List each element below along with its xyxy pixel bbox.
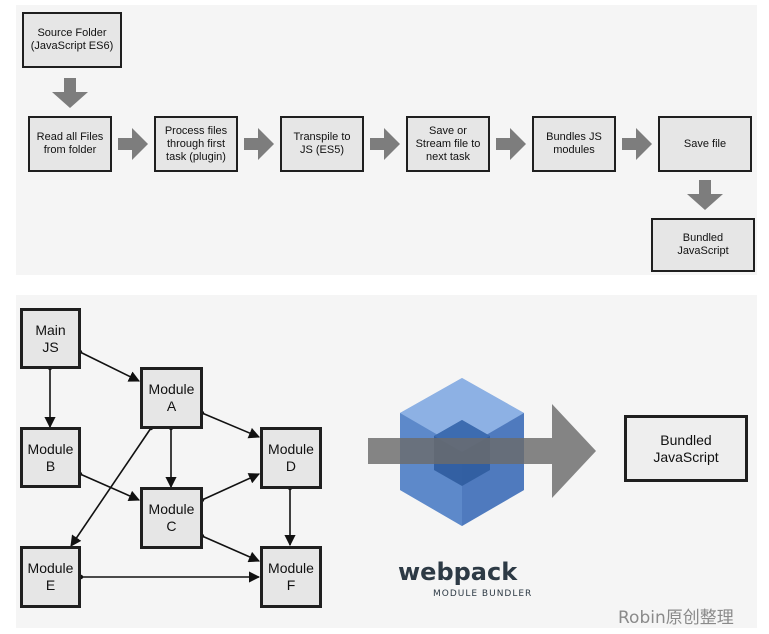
- module-c-box: Module C: [140, 487, 203, 549]
- arrow-right-4-icon: [496, 128, 526, 160]
- webpack-tagline: MODULE BUNDLER: [433, 589, 533, 599]
- big-arrow-icon: [368, 404, 596, 498]
- edge-b-c: [79, 473, 141, 502]
- main-js-box: Main JS: [20, 308, 81, 369]
- watermark: Robin原创整理: [618, 608, 734, 628]
- arrow-right-2-icon: [244, 128, 274, 160]
- step-save-stream-box: Save or Stream file to next task: [406, 116, 490, 172]
- edge-c-d: [201, 473, 261, 501]
- arrow-right-5-icon: [622, 128, 652, 160]
- arrow-right-1-icon: [118, 128, 148, 160]
- bundled-javascript-box: Bundled JavaScript: [651, 218, 755, 272]
- edge-c-f: [201, 535, 261, 563]
- source-folder-box: Source Folder (JavaScript ES6): [22, 12, 122, 68]
- arrow-down-source-icon: [52, 78, 88, 108]
- step-process-files-box: Process files through first task (plugin…: [154, 116, 238, 172]
- webpack-wordmark: webpack: [398, 558, 518, 586]
- step-save-file-box: Save file: [658, 116, 752, 172]
- edge-main-a: [79, 351, 141, 382]
- step-read-files-box: Read all Files from folder: [28, 116, 112, 172]
- module-a-box: Module A: [140, 367, 203, 429]
- step-transpile-box: Transpile to JS (ES5): [280, 116, 364, 172]
- bundled-javascript-output-box: Bundled JavaScript: [624, 415, 748, 482]
- module-d-box: Module D: [260, 427, 322, 489]
- edge-a-d: [201, 412, 261, 439]
- module-f-box: Module F: [260, 546, 322, 608]
- arrow-down-output-icon: [687, 180, 723, 210]
- arrow-right-3-icon: [370, 128, 400, 160]
- module-e-box: Module E: [20, 546, 81, 608]
- step-bundle-modules-box: Bundles JS modules: [532, 116, 616, 172]
- module-b-box: Module B: [20, 427, 81, 488]
